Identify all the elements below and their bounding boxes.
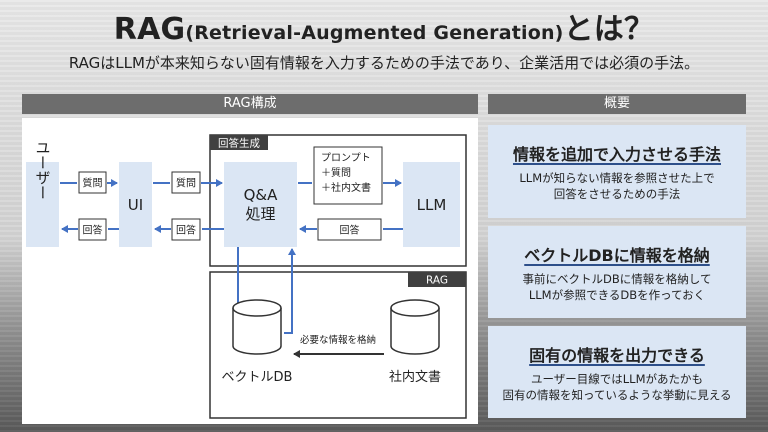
answer-gen-frame <box>209 134 467 267</box>
answer-label-3: 回答 <box>340 224 360 237</box>
user-label: ユーザー <box>34 140 52 200</box>
card-heading: 情報を追加で入力させる手法 <box>512 145 721 164</box>
card-heading: 固有の情報を出力できる <box>529 346 705 365</box>
qa-label-2: 処理 <box>245 205 275 223</box>
answer-gen-label: 回答生成 <box>218 137 260 150</box>
answer-box-1 <box>78 218 107 241</box>
prompt-line-2: ＋質問 <box>321 166 351 179</box>
llm-label: LLM <box>417 196 447 214</box>
rag-frame <box>209 271 467 419</box>
page-subtitle: RAGはLLMが本来知らない固有情報を入力するための手法であり、企業活用では必須… <box>68 54 700 72</box>
card-body: LLMが知らない情報を参照させた上で 回答をさせるための手法 <box>488 170 746 202</box>
answer-box-2 <box>171 218 201 241</box>
internal-docs-cylinder <box>390 299 440 355</box>
ui-label: UI <box>128 196 143 214</box>
card-add-info: 情報を追加で入力させる手法 LLMが知らない情報を参照させた上で 回答をさせるた… <box>488 125 746 218</box>
vector-db-cylinder <box>232 299 282 355</box>
answer-label-1: 回答 <box>83 224 103 237</box>
card-heading: ベクトルDBに情報を格納 <box>524 246 710 265</box>
answer-box-3 <box>317 218 382 241</box>
card-line: LLMが知らない情報を参照させた上で <box>519 171 715 185</box>
card-line: LLMが参照できるDBを作っておく <box>528 288 706 302</box>
card-unique-output: 固有の情報を出力できる ユーザー目線ではLLMがあたかも 固有の情報を知っている… <box>488 326 746 418</box>
prompt-line-3: ＋社内文書 <box>321 181 371 194</box>
card-line: 回答をさせるための手法 <box>553 187 681 201</box>
question-box-1 <box>78 171 107 194</box>
card-line: 事前にベクトルDBに情報を格納して <box>522 272 712 286</box>
card-line: ユーザー目線ではLLMがあたかも <box>530 372 703 386</box>
rag-diagram: 回答生成 RAG ユーザー UI Q&A 処理 LLM 質問 回答 質問 回答 … <box>26 134 467 419</box>
card-vector-db: ベクトルDBに情報を格納 事前にベクトルDBに情報を格納して LLMが参照できる… <box>488 226 746 318</box>
store-label: 必要な情報を格納 <box>300 334 376 346</box>
card-body: ユーザー目線ではLLMがあたかも 固有の情報を知っているような挙動に見える <box>488 371 746 403</box>
overview-header: 概要 <box>488 94 746 114</box>
qa-box <box>224 162 297 247</box>
question-label-1: 質問 <box>83 177 103 190</box>
ui-box <box>119 162 152 247</box>
prompt-line-1: プロンプト <box>321 152 371 164</box>
llm-box <box>403 162 460 247</box>
question-label-2: 質問 <box>176 177 196 190</box>
user-box <box>26 162 59 247</box>
rag-config-header: RAG構成 <box>22 94 478 114</box>
question-box-2 <box>171 171 201 194</box>
card-line: 固有の情報を知っているような挙動に見える <box>502 388 732 402</box>
internal-docs-label: 社内文書 <box>389 369 441 385</box>
diagram-panel: 回答生成 RAG ユーザー UI Q&A 処理 LLM 質問 回答 質問 回答 … <box>22 118 478 424</box>
rag-label-bg <box>408 272 466 287</box>
vector-db-label: ベクトルDB <box>222 370 293 385</box>
prompt-box <box>313 146 383 205</box>
title-end: とは？ <box>563 12 655 47</box>
title-paren: (Retrieval-Augmented Generation) <box>185 22 564 44</box>
answer-label-2: 回答 <box>176 224 196 237</box>
arrow-vectordb-qa <box>284 248 296 334</box>
rag-label: RAG <box>426 275 448 287</box>
answer-gen-label-bg <box>210 135 268 150</box>
title-main: RAG <box>113 12 186 47</box>
page-title: RAG(Retrieval-Augmented Generation)とは？ <box>0 4 768 48</box>
qa-label-1: Q&A <box>244 186 279 204</box>
card-body: 事前にベクトルDBに情報を格納して LLMが参照できるDBを作っておく <box>488 271 746 303</box>
